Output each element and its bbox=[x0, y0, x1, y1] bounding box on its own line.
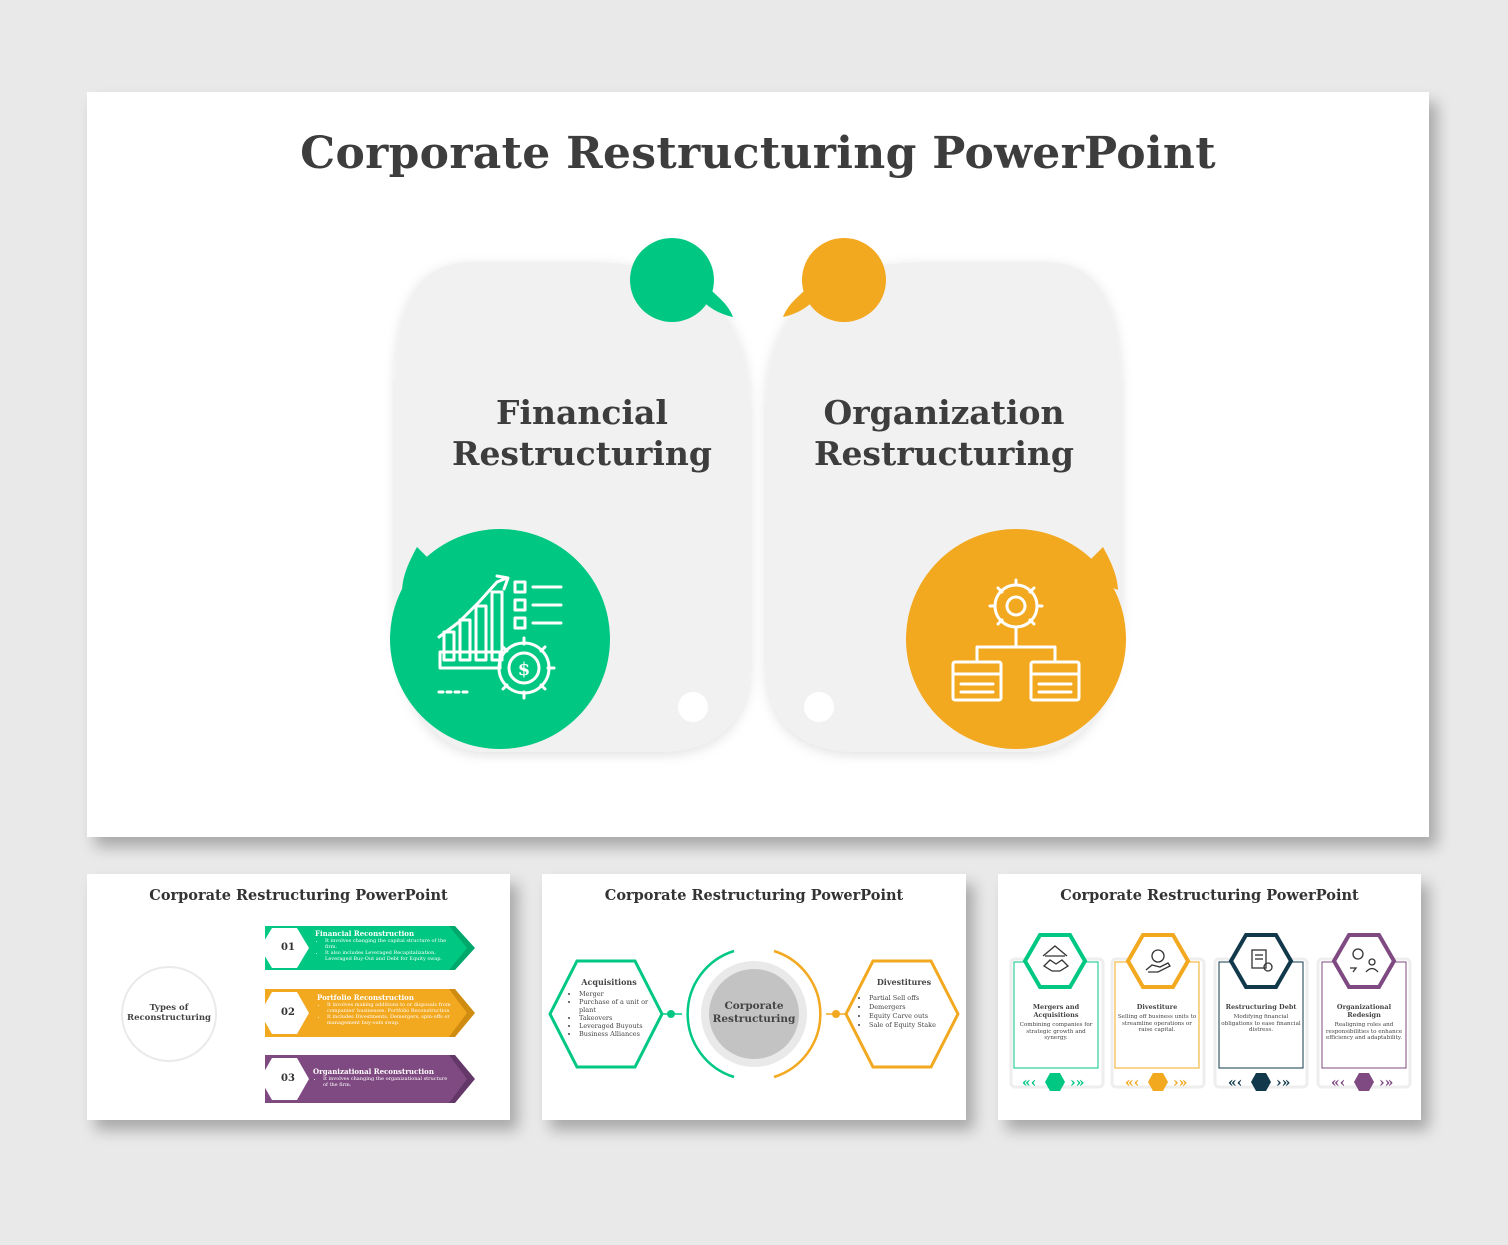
thumb3-card-4: Organizational Redesign Realigning roles… bbox=[1323, 1003, 1405, 1042]
hand-coin-icon bbox=[1145, 949, 1171, 973]
thumb3-graphic: «‹ ›» «‹ ›» «‹ ›» «‹ ›» bbox=[1009, 933, 1412, 1091]
card4-chevrons: «‹ ›» bbox=[1331, 1073, 1393, 1091]
org-chart-gear-icon bbox=[951, 578, 1081, 702]
thumb2-left-item: Takeovers bbox=[579, 1014, 649, 1022]
thumb1-num-03: 03 bbox=[281, 1073, 295, 1084]
thumb3-card-1: Mergers and Acquisitions Combining compa… bbox=[1015, 1003, 1097, 1042]
financial-title-line2: Restructuring bbox=[452, 434, 712, 473]
thumb1-item-3: Organizational Reconstruction It involve… bbox=[313, 1067, 448, 1088]
thumb3-card-1-title: Mergers and Acquisitions bbox=[1032, 1003, 1080, 1019]
financial-icon-circle bbox=[390, 529, 610, 749]
svg-text:›»: ›» bbox=[1276, 1075, 1290, 1091]
thumb3-card-1-text: Combining companies for strategic growth… bbox=[1019, 1022, 1093, 1042]
thumb2-graphic bbox=[548, 949, 960, 1079]
thumbnail-slide-1[interactable]: Corporate Restructuring PowerPoint Types… bbox=[87, 874, 510, 1120]
thumb1-item-1-bullet-2: It also includes Leveraged Recapitalizat… bbox=[325, 950, 450, 962]
svg-text:«‹: «‹ bbox=[1022, 1075, 1036, 1091]
thumb2-left-item: Purchase of a unit or plant bbox=[579, 998, 649, 1014]
thumb1-num-01: 01 bbox=[281, 942, 295, 953]
thumb3-card-3: Restructuring Debt Modifying financial o… bbox=[1220, 1003, 1302, 1034]
financial-title-line1: Financial bbox=[496, 393, 668, 432]
thumb1-item-1: Financial Reconstruction It involves cha… bbox=[315, 929, 450, 962]
thumb1-item-3-bullet-1: It involves changing the organizational … bbox=[323, 1076, 448, 1088]
thumb2-center-line2: Restructuring bbox=[712, 1013, 796, 1025]
thumb1-item-2-bullet-1: It involves making additions to or dispo… bbox=[327, 1002, 452, 1014]
thumb2-right-item: Equity Carve outs bbox=[869, 1012, 949, 1021]
thumb1-item-3-title: Organizational Reconstruction bbox=[313, 1067, 434, 1076]
thumb3-card-4-text: Realigning roles and responsibilities to… bbox=[1325, 1022, 1403, 1042]
thumb1-graphic bbox=[121, 926, 475, 1103]
thumb2-center-label: Corporate Restructuring bbox=[705, 1000, 803, 1026]
financial-card-title: Financial Restructuring bbox=[422, 392, 742, 474]
thumb2-title: Corporate Restructuring PowerPoint bbox=[604, 887, 904, 904]
thumb2-left-item: Business Alliances bbox=[579, 1030, 649, 1038]
svg-text:›»: ›» bbox=[1379, 1075, 1393, 1091]
main-slide-title: Corporate Restructuring PowerPoint bbox=[300, 128, 1216, 179]
thumb1-item-2-bullet-2: It includes Divestments, Demergers, spin… bbox=[327, 1014, 452, 1026]
thumb1-item-1-bullet-1: It involves changing the capital structu… bbox=[325, 938, 450, 950]
thumb1-item-2: Portfolio Reconstruction It involves mak… bbox=[317, 993, 452, 1026]
thumb1-title: Corporate Restructuring PowerPoint bbox=[149, 887, 448, 904]
thumbnail-slide-2[interactable]: Corporate Restructuring PowerPoint Corpo… bbox=[542, 874, 966, 1120]
financial-growth-icon bbox=[437, 574, 563, 700]
svg-text:«‹: «‹ bbox=[1228, 1075, 1242, 1091]
svg-text:«‹: «‹ bbox=[1331, 1075, 1345, 1091]
thumbnail-slide-3[interactable]: Corporate Restructuring PowerPoint «‹ ›»… bbox=[998, 874, 1421, 1120]
card1-chevrons: «‹ ›» bbox=[1022, 1073, 1084, 1091]
card3-chevrons: «‹ ›» bbox=[1228, 1073, 1290, 1091]
organization-top-dot bbox=[802, 238, 886, 322]
people-gear-icon bbox=[1350, 948, 1379, 973]
thumb1-num-02: 02 bbox=[281, 1007, 295, 1018]
debt-document-icon bbox=[1251, 949, 1273, 972]
organization-card-title: Organization Restructuring bbox=[784, 392, 1104, 474]
financial-top-dot bbox=[630, 238, 714, 322]
thumb3-title: Corporate Restructuring PowerPoint bbox=[1060, 887, 1359, 904]
thumb2-right-item: Sale of Equity Stake bbox=[869, 1021, 949, 1030]
thumb2-left-block: Acquisitions Merger Purchase of a unit o… bbox=[569, 977, 649, 1038]
svg-text:›»: ›» bbox=[1070, 1075, 1084, 1091]
thumb2-left-item: Merger bbox=[579, 990, 649, 998]
thumb3-card-3-text: Modifying financial obligations to ease … bbox=[1221, 1014, 1301, 1034]
svg-text:›»: ›» bbox=[1173, 1075, 1187, 1091]
svg-text:$: $ bbox=[518, 659, 531, 680]
thumb1-center-label: Types of Reconstructuring bbox=[122, 1003, 216, 1023]
thumb3-card-3-title: Restructuring Debt bbox=[1225, 1003, 1297, 1011]
thumb2-right-item: Demergers bbox=[869, 1003, 949, 1012]
svg-text:«‹: «‹ bbox=[1125, 1075, 1139, 1091]
thumb1-center-line2: Reconstructuring bbox=[127, 1013, 211, 1023]
thumb2-left-title: Acquisitions bbox=[581, 977, 637, 987]
thumb3-card-2: Divestiture Selling off business units t… bbox=[1116, 1003, 1198, 1034]
main-cards-graphic: $ bbox=[390, 238, 1126, 752]
thumb3-card-4-title: Organizational Redesign bbox=[1336, 1003, 1392, 1019]
thumb3-card-2-title: Divestiture bbox=[1136, 1003, 1178, 1011]
thumb3-card-2-text: Selling off business units to streamline… bbox=[1117, 1014, 1197, 1034]
thumb2-right-title: Divestitures bbox=[876, 977, 932, 987]
organization-title-line2: Restructuring bbox=[814, 434, 1074, 473]
card2-chevrons: «‹ ›» bbox=[1125, 1073, 1187, 1091]
thumb2-center-line1: Corporate bbox=[724, 1000, 784, 1012]
thumb2-right-item: Partial Sell offs bbox=[869, 994, 949, 1003]
thumb1-center-line1: Types of bbox=[149, 1003, 189, 1013]
handshake-icon bbox=[1042, 945, 1070, 972]
thumb2-right-block: Divestitures Partial Sell offs Demergers… bbox=[859, 977, 949, 1030]
main-slide[interactable]: Corporate Restructuring PowerPoint bbox=[87, 92, 1429, 837]
thumb1-item-1-title: Financial Reconstruction bbox=[315, 929, 415, 938]
organization-title-line1: Organization bbox=[823, 393, 1065, 432]
thumb1-item-2-title: Portfolio Reconstruction bbox=[317, 993, 414, 1002]
thumb2-left-item: Leveraged Buyouts bbox=[579, 1022, 649, 1030]
